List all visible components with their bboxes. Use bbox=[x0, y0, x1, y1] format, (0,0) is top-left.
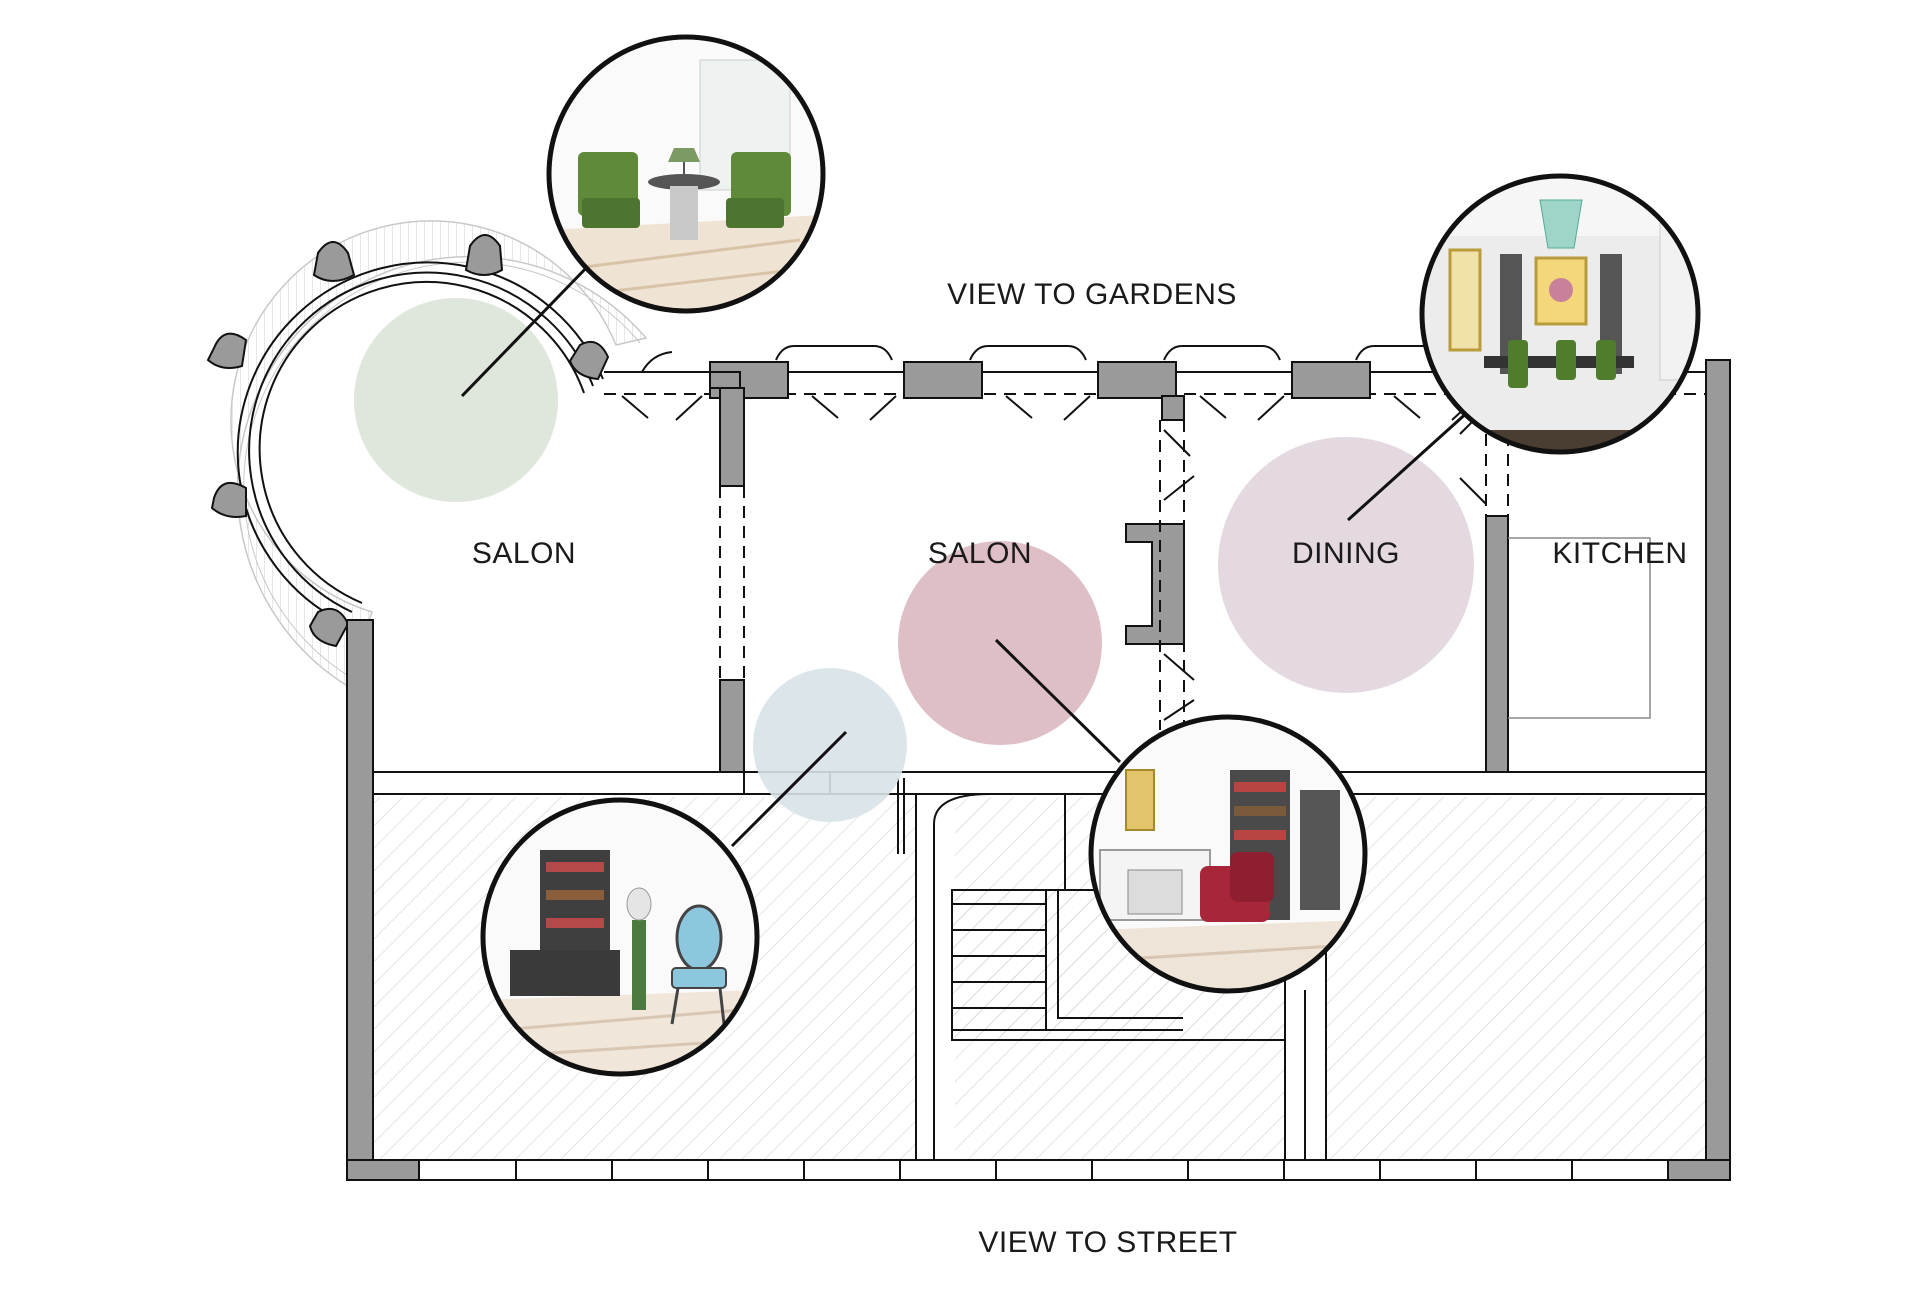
fireplace-vignette bbox=[1088, 714, 1368, 994]
interior-walls bbox=[709, 371, 1509, 773]
zone-dining bbox=[1218, 437, 1474, 693]
view-to-street-label: VIEW TO STREET bbox=[978, 1226, 1237, 1259]
street-facade bbox=[419, 1159, 1668, 1181]
round-balcony bbox=[206, 220, 648, 687]
kitchen-counter bbox=[1508, 537, 1651, 719]
room-label-salon-main: SALON bbox=[928, 537, 1032, 570]
leader-lines bbox=[460, 262, 1472, 848]
room-label-salon-round: SALON bbox=[472, 537, 576, 570]
top-piers bbox=[709, 361, 1371, 399]
window-swings bbox=[621, 395, 1479, 421]
room-label-kitchen: KITCHEN bbox=[1552, 537, 1687, 570]
library-vignette bbox=[480, 797, 760, 1077]
view-to-gardens-label: VIEW TO GARDENS bbox=[947, 278, 1237, 311]
exterior-walls bbox=[346, 359, 1731, 1181]
zone-reading-nook bbox=[753, 668, 907, 822]
dining-vignette bbox=[1419, 173, 1701, 455]
room-label-dining: DINING bbox=[1292, 537, 1400, 570]
lounge-chairs-vignette bbox=[546, 34, 826, 314]
